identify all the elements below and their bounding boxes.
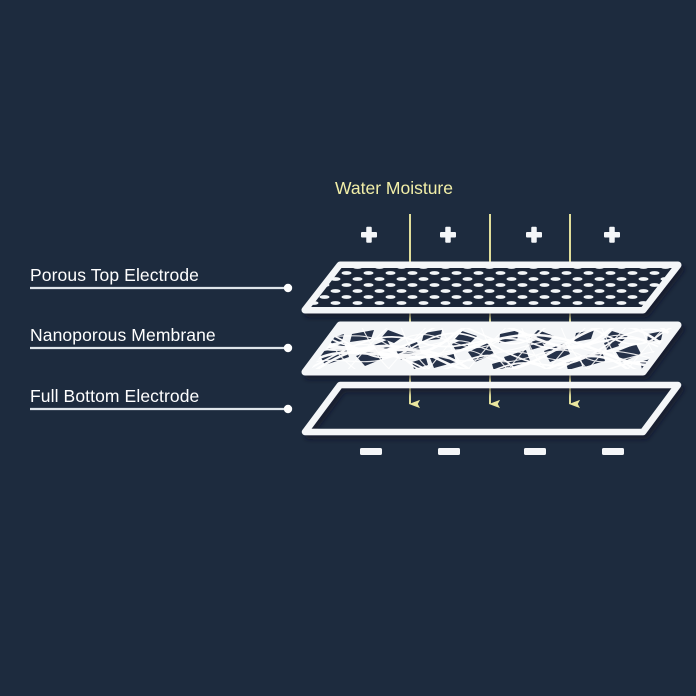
label-nanoporous-membrane: Nanoporous Membrane <box>30 325 216 345</box>
membrane-layer <box>301 321 682 376</box>
positive-charge-row <box>361 226 620 243</box>
leader-dot-top <box>283 283 293 293</box>
top-electrode-pores <box>305 265 678 310</box>
plus-sign <box>604 226 620 243</box>
diagram-title: Water Moisture <box>0 178 696 199</box>
plus-sign <box>361 226 377 243</box>
minus-sign <box>438 448 460 455</box>
plus-sign <box>440 226 456 243</box>
leader-lines <box>30 283 293 414</box>
bottom-electrode-frame <box>301 381 682 436</box>
minus-sign <box>360 448 382 455</box>
leader-dot-membrane <box>283 343 293 353</box>
leader-dot-bottom <box>283 404 293 414</box>
bottom-electrode-layer <box>301 381 682 436</box>
plus-sign <box>526 226 542 243</box>
label-full-bottom-electrode: Full Bottom Electrode <box>30 386 200 406</box>
minus-sign <box>524 448 546 455</box>
diagram-title-text: Water Moisture <box>335 178 453 198</box>
label-porous-top-electrode: Porous Top Electrode <box>30 265 200 285</box>
minus-sign <box>602 448 624 455</box>
top-electrode-layer <box>301 261 682 314</box>
negative-charge-row <box>360 448 624 455</box>
